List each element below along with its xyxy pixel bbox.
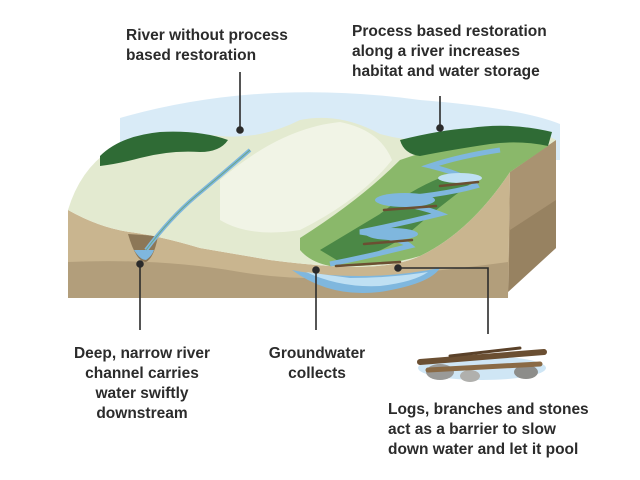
label-line: based restoration [126,47,257,64]
straight-river-edge [145,149,251,251]
block-right-face-layer [508,200,556,292]
pool-3 [438,173,482,183]
label-deep-narrow-channel: Deep, narrow river channel carries water… [52,344,232,424]
leader-lines [136,72,489,334]
logs-stones-illustration [417,346,547,382]
label-line: water swiftly [95,385,189,402]
label-line: River without process [126,27,288,44]
label-process-based-restoration: Process based restoration along a river … [352,22,547,82]
log-dams [334,180,480,268]
label-line: Groundwater [268,345,366,362]
label-logs-branches-stones: Logs, branches and stones act as a barri… [388,400,589,460]
pool-2 [366,228,418,240]
label-river-without-restoration: River without process based restoration [126,26,288,66]
label-line: Logs, branches and stones [388,401,589,418]
label-line: collects [288,365,346,382]
block-front-deep-layer [68,261,508,298]
hill-highlight [220,122,392,233]
label-line: act as a barrier to slow [388,421,556,438]
forest-right [400,125,552,156]
label-line: habitat and water storage [352,63,540,80]
label-groundwater-collects: Groundwater collects [250,344,384,384]
forest-left [100,131,228,166]
label-line: Process based restoration [352,23,547,40]
label-line: channel carries [85,365,199,382]
groundwater-pool-light [306,272,428,287]
label-line: Deep, narrow river [73,345,211,362]
narrow-channel-water [134,250,154,260]
label-line: down water and let it pool [388,441,579,458]
pool-1 [375,193,435,207]
label-line: downstream [96,405,188,422]
label-line: along a river increases [352,43,521,60]
